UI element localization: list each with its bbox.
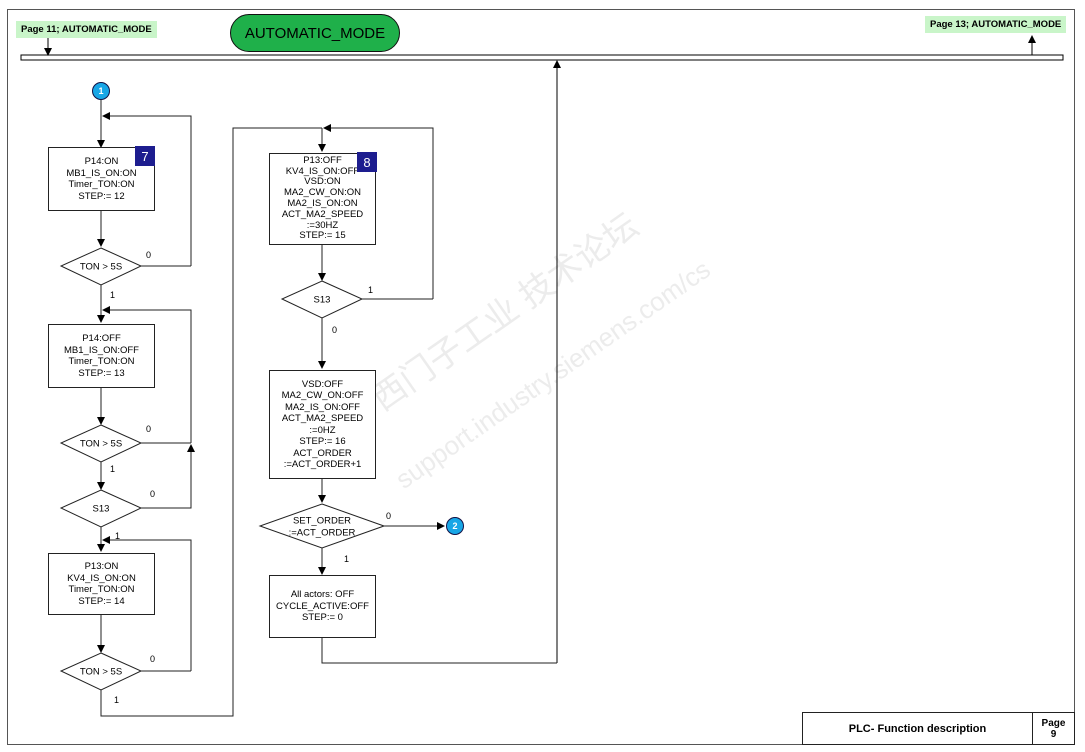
- branch-label-true: 1: [344, 554, 350, 564]
- step-line: ACT_MA2_SPEED: [281, 208, 364, 220]
- step-box-14: P13:ON KV4_IS_ON:ON Timer_TON:ON STEP:= …: [48, 553, 155, 615]
- footer-page-label: Page: [1041, 717, 1066, 729]
- decision-condition: S13: [313, 294, 331, 306]
- step-line: KV4_IS_ON:ON: [67, 572, 136, 584]
- footer-title: PLC- Function description: [802, 712, 1033, 745]
- decision-line: :=ACT_ORDER: [288, 527, 356, 538]
- bus-bar: [20, 54, 1064, 61]
- step-line: STEP:= 14: [78, 595, 125, 607]
- step-line: Timer_TON:ON: [68, 356, 135, 367]
- step-number-badge: 7: [135, 146, 155, 166]
- step-line: P14:ON: [84, 156, 119, 167]
- step-line: STEP:= 16: [299, 436, 346, 447]
- page-frame: [7, 9, 1075, 745]
- decision-condition: TON > 5S: [79, 261, 123, 273]
- step-line: P13:ON: [84, 561, 119, 572]
- step-line: All actors: OFF: [290, 589, 355, 601]
- decision-condition: S13: [92, 503, 110, 515]
- footer-page-number: 9: [1050, 728, 1057, 740]
- step-line: STEP:= 13: [78, 367, 125, 379]
- step-line: P14:OFF: [82, 333, 121, 344]
- step-line: Timer_TON:ON: [68, 179, 135, 190]
- branch-label-false: 0: [146, 250, 152, 260]
- step-line: MA2_CW_ON:OFF: [281, 390, 364, 401]
- branch-label-false: 0: [150, 489, 156, 499]
- next-page-reference[interactable]: Page 13; AUTOMATIC_MODE: [925, 16, 1067, 33]
- step-number-badge: 8: [357, 152, 377, 172]
- step-line: CYCLE_ACTIVE:OFF: [276, 600, 369, 612]
- step-line: P13:OFF: [303, 154, 342, 166]
- connector-exit: 2: [446, 517, 464, 535]
- branch-label-false: 0: [146, 424, 152, 434]
- branch-label-true: 1: [110, 464, 116, 474]
- step-line: ACT_ORDER: [293, 447, 352, 459]
- footer-page: Page 9: [1032, 712, 1075, 745]
- branch-label-true: 1: [114, 695, 120, 705]
- step-line: ACT_MA2_SPEED: [281, 413, 364, 424]
- decision-condition: TON > 5S: [79, 666, 123, 678]
- step-line: MB1_IS_ON:ON: [66, 167, 137, 179]
- step-line: :=0HZ: [309, 424, 336, 436]
- step-line: MA2_IS_ON:ON: [287, 198, 358, 209]
- mode-title: AUTOMATIC_MODE: [230, 14, 400, 52]
- branch-label-false: 0: [386, 511, 392, 521]
- step-box-16: VSD:OFF MA2_CW_ON:OFF MA2_IS_ON:OFF ACT_…: [269, 370, 376, 479]
- branch-label-false: 0: [332, 325, 338, 335]
- decision-condition: SET_ORDER :=ACT_ORDER: [289, 516, 356, 539]
- branch-label-true: 1: [110, 290, 116, 300]
- step-line: MA2_IS_ON:OFF: [285, 401, 360, 413]
- step-line: STEP:= 15: [299, 230, 346, 242]
- branch-label-true: 1: [115, 531, 121, 541]
- step-line: MA2_CW_ON:ON: [283, 187, 362, 199]
- decision-condition: TON > 5S: [79, 438, 123, 450]
- step-line: STEP:= 12: [78, 190, 125, 202]
- step-line: :=ACT_ORDER+1: [283, 459, 362, 470]
- step-line: VSD:ON: [304, 176, 341, 188]
- step-line: VSD:OFF: [301, 378, 344, 390]
- connector-start: 1: [92, 82, 110, 100]
- branch-label-false: 0: [150, 654, 156, 664]
- step-box-0: All actors: OFF CYCLE_ACTIVE:OFF STEP:= …: [269, 575, 376, 638]
- step-line: KV4_IS_ON:OFF: [285, 165, 360, 177]
- decision-line: SET_ORDER: [292, 515, 352, 527]
- step-line: Timer_TON:ON: [68, 584, 135, 595]
- step-box-13: P14:OFF MB1_IS_ON:OFF Timer_TON:ON STEP:…: [48, 324, 155, 388]
- step-line: MB1_IS_ON:OFF: [64, 344, 139, 356]
- branch-label-true: 1: [368, 285, 374, 295]
- step-line: STEP:= 0: [302, 612, 343, 624]
- prev-page-reference[interactable]: Page 11; AUTOMATIC_MODE: [16, 21, 157, 38]
- step-line: :=30HZ: [306, 219, 339, 231]
